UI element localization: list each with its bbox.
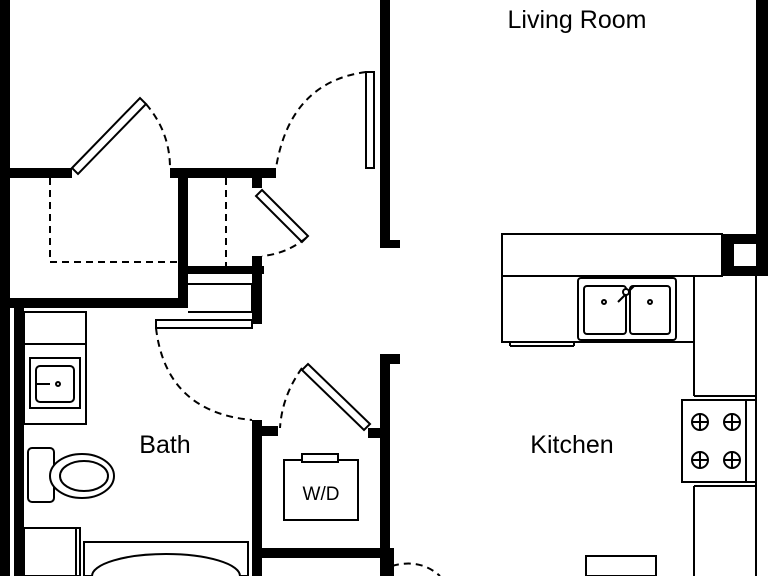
living-room-door-swing [275, 71, 367, 169]
laundry-door-panel [300, 362, 372, 432]
wall-bottom-stub [380, 548, 394, 576]
wall-closet-left [178, 168, 188, 308]
wall-bath-right [252, 420, 262, 576]
wall-bedroom-bottom-left [0, 168, 72, 178]
wall-left-outer [0, 0, 10, 576]
toilet-bowl-inner [59, 460, 109, 492]
bath-door-swing [155, 327, 253, 421]
wall-bath-left-inner [14, 308, 24, 576]
bath-sink [29, 357, 81, 409]
wall-closet-right-upper [252, 168, 262, 188]
stove-body [681, 399, 757, 483]
wall-closet-right-lower [252, 256, 262, 324]
thin-lines [23, 233, 757, 576]
bathtub [83, 541, 249, 576]
washer-dryer-label: W/D [303, 484, 340, 505]
living-room-label: Living Room [508, 6, 647, 34]
bath-sink-basin-outer [29, 357, 81, 409]
kitchen-bottom-fixture [585, 555, 657, 576]
bath-vanity [23, 311, 87, 425]
wall-living-left-stub [380, 240, 400, 248]
door-swings [49, 71, 441, 576]
doors [70, 71, 375, 432]
wall-living-right [756, 0, 768, 234]
wall-laundry-bottom [252, 548, 390, 558]
kitchen-sink-left-basin [583, 285, 627, 335]
bath-counter-lower [23, 527, 81, 576]
laundry-door-swing [279, 367, 303, 429]
stove [681, 399, 757, 483]
bedroom-door-swing [145, 103, 171, 169]
wall-closet-bottom [178, 266, 264, 274]
toilet [27, 447, 115, 503]
kitchen-counter [501, 275, 695, 343]
kitchen-sink-handle [622, 288, 630, 296]
wall-closet-top [170, 168, 276, 178]
kitchen-upper-counter [501, 233, 723, 277]
bath-door-panel [155, 319, 253, 329]
washer-dryer [283, 453, 359, 521]
wall-living-left-lower [380, 168, 390, 248]
bathtub-basin [91, 553, 241, 576]
kitchen-label: Kitchen [530, 431, 613, 459]
bottom-door-swing [391, 562, 441, 576]
wall-bedroom-bottom [0, 298, 188, 308]
wall-bath-right-stub [252, 426, 278, 436]
bath-label: Bath [139, 431, 190, 459]
bedroom-door-panel [70, 96, 148, 176]
column-inner [734, 244, 756, 266]
wall-laundry-top-stub [368, 428, 390, 438]
bedroom-closet-dashed [49, 178, 178, 263]
bath-sink-drain [55, 381, 61, 387]
washer-dryer-top [301, 453, 339, 463]
wall-laundry-right [380, 354, 390, 576]
kitchen-sink [577, 277, 677, 341]
kitchen-sink-drain-left [601, 299, 607, 305]
kitchen-sink-drain-right [647, 299, 653, 305]
wall-laundry-right-stub [380, 354, 400, 364]
closet-door-swing [261, 237, 307, 257]
stove-burner-marks [692, 414, 740, 468]
kitchen-sink-right-basin [629, 285, 671, 335]
living-room-door-panel [365, 71, 375, 169]
wall-living-left [380, 0, 390, 178]
closet-door-panel [254, 188, 310, 244]
